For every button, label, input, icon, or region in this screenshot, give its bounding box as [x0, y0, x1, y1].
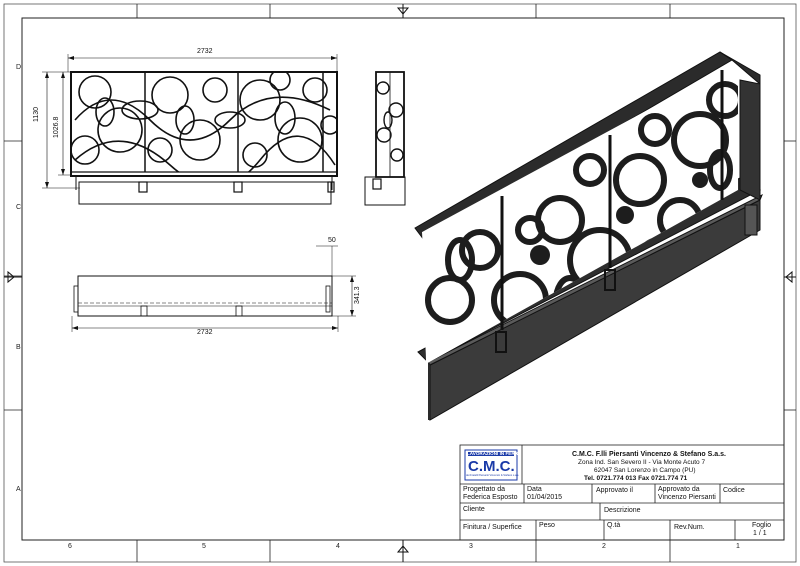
- zone-label-B: B: [16, 344, 21, 351]
- code-label: Codice: [723, 487, 745, 494]
- quantity-label: Q.tà: [607, 522, 621, 529]
- date-value: 01/04/2015: [527, 494, 563, 501]
- title-block: [459, 444, 785, 541]
- zone-label-1: 1: [736, 543, 740, 550]
- zone-label-6: 6: [68, 543, 72, 550]
- top-offset-dimension: 50: [328, 237, 336, 244]
- isometric-view: [414, 51, 763, 421]
- centering-marks: [4, 4, 796, 562]
- logo-sub-text: dei Fratelli Piersanti Vincenzo & Stefan…: [466, 474, 520, 477]
- top-depth-dimension: 341.3: [354, 286, 361, 304]
- zone-label-5: 5: [202, 543, 206, 550]
- front-width-dimension: 2732: [197, 48, 213, 55]
- logo-top-text: LAVORAZIONI IN FERRO: [467, 451, 522, 456]
- front-view: [42, 54, 338, 205]
- designed-by-value: Federica Esposto: [463, 494, 518, 501]
- approved-on-label: Approvato il: [596, 487, 633, 494]
- approved-by-value: Vincenzo Piersanti: [658, 494, 716, 501]
- designed-by-label: Progettato da: [463, 486, 506, 493]
- zone-ticks: [4, 4, 796, 562]
- revision-label: Rev.Num.: [674, 524, 705, 531]
- description-label: Descrizione: [604, 507, 641, 514]
- sheet-outer-border: [3, 3, 797, 563]
- zone-label-2: 2: [602, 543, 606, 550]
- front-height-dimension: 1130: [33, 106, 40, 122]
- front-panel-height-dimension: 1026.8: [53, 116, 60, 138]
- zone-label-C: C: [16, 204, 22, 211]
- client-label: Cliente: [463, 506, 485, 513]
- company-name: C.M.C. F.lli Piersanti Vincenzo & Stefan…: [572, 451, 726, 458]
- side-view: [364, 71, 406, 206]
- company-address-line2: 62047 San Lorenzo in Campo (PU): [594, 467, 696, 474]
- top-width-dimension: 2732: [197, 329, 213, 336]
- sheet-label: Foglio: [752, 522, 772, 529]
- company-logo: [464, 449, 518, 481]
- date-label: Data: [527, 486, 542, 493]
- approved-by-label: Approvato da: [658, 486, 700, 493]
- weight-label: Peso: [539, 522, 555, 529]
- logo-brand: C.M.C.: [468, 458, 515, 475]
- company-contacts: Tel. 0721.774 013 Fax 0721.774 71: [584, 475, 688, 482]
- sheet-value: 1 / 1: [753, 530, 767, 537]
- zone-label-4: 4: [336, 543, 340, 550]
- zone-label-A: A: [16, 486, 21, 493]
- finish-label: Finitura / Superfice: [463, 524, 522, 531]
- zone-label-3: 3: [469, 543, 473, 550]
- zone-label-top-D: D: [16, 64, 22, 71]
- top-view: [71, 245, 356, 332]
- company-address-line1: Zona Ind. San Severo II - Via Monte Acut…: [578, 459, 706, 466]
